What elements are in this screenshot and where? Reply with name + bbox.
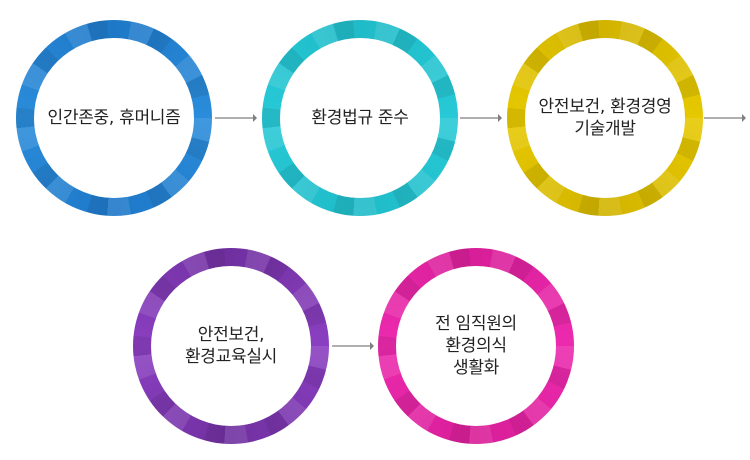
step-ring-humanism: 인간존중, 휴머니즘 (16, 20, 212, 216)
step-ring-education: 안전보건, 환경교육실시 (133, 248, 329, 444)
step-ring-compliance: 환경법규 준수 (262, 20, 458, 216)
step-ring-inner: 안전보건, 환경교육실시 (151, 266, 311, 426)
arrow-connector (704, 113, 746, 123)
step-label-compliance: 환경법규 준수 (311, 108, 409, 128)
step-ring-culture: 전 임직원의 환경의식 생활화 (378, 248, 574, 444)
step-label-education: 안전보건, 환경교육실시 (184, 325, 278, 367)
step-label-humanism: 인간존중, 휴머니즘 (47, 108, 181, 128)
step-ring-inner: 환경법규 준수 (280, 38, 440, 198)
arrow-connector (215, 113, 257, 123)
arrow-connector (460, 113, 502, 123)
step-ring-inner: 인간존중, 휴머니즘 (34, 38, 194, 198)
step-label-technology: 안전보건, 환경경영 기술개발 (538, 97, 672, 139)
step-ring-inner: 전 임직원의 환경의식 생활화 (396, 266, 556, 426)
arrow-connector (332, 341, 374, 351)
step-ring-inner: 안전보건, 환경경영 기술개발 (525, 38, 685, 198)
step-ring-technology: 안전보건, 환경경영 기술개발 (507, 20, 703, 216)
step-label-culture: 전 임직원의 환경의식 생활화 (435, 314, 517, 378)
